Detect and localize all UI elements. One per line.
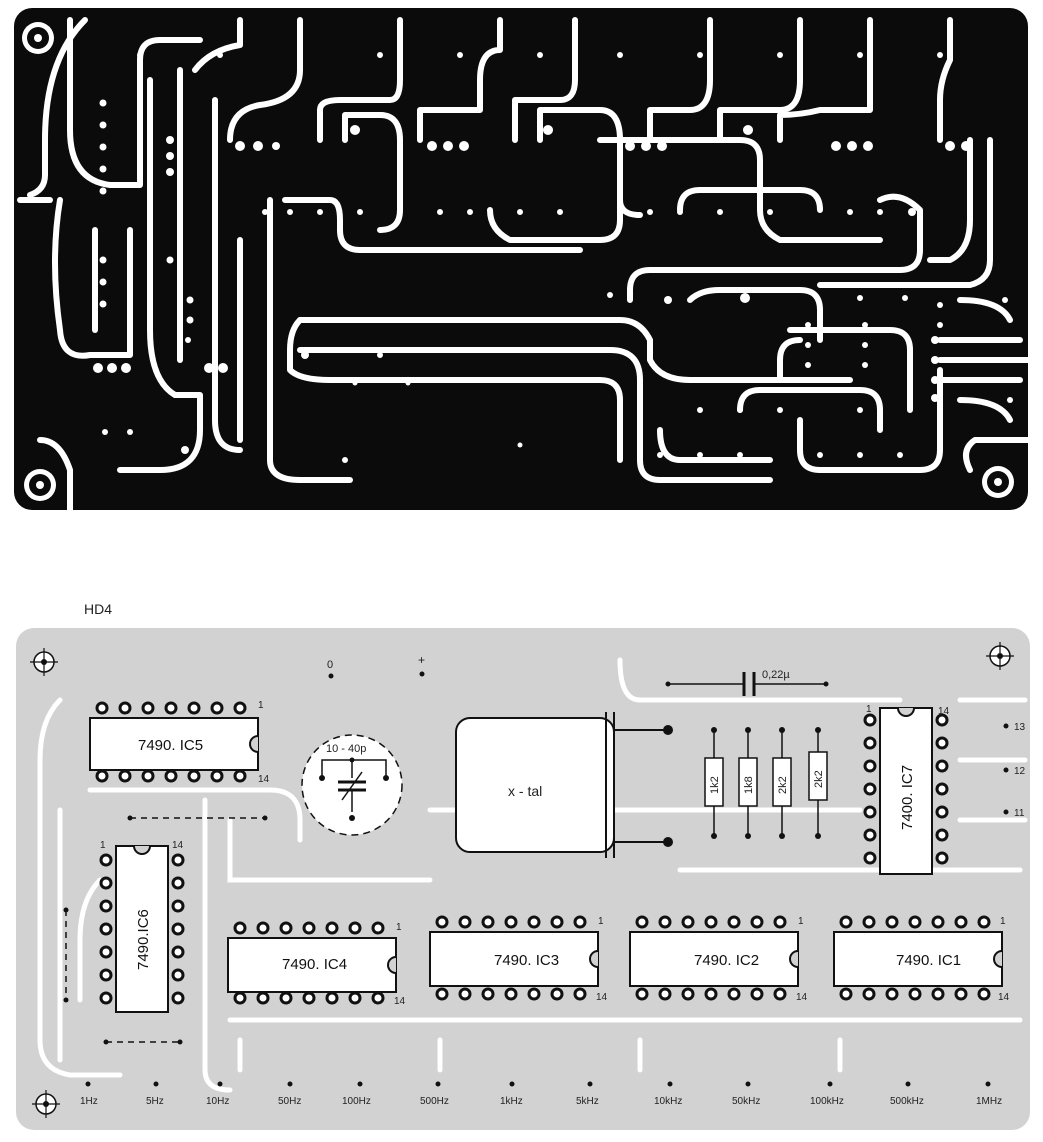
copper-board — [14, 8, 1028, 510]
ic2-pin14-mark: 14 — [796, 992, 808, 1003]
ic5-pin1-mark: 1 — [258, 700, 264, 711]
trimmer-cap-label: 10 - 40p — [326, 743, 366, 755]
trimmer-capacitor: 10 - 40p — [301, 734, 403, 836]
ic6-label: 7490.IC6 — [135, 909, 152, 970]
ic6-package: 7490.IC6 1 14 — [99, 840, 185, 1013]
mount-hole-bottom-left — [32, 1090, 60, 1118]
ic3-pin14-mark: 14 — [596, 992, 608, 1003]
output-pads — [85, 1081, 991, 1087]
output-label-10hz: 10Hz — [206, 1096, 229, 1107]
supply-zero-pad — [328, 673, 334, 679]
ic1-pin1-mark: 1 — [1000, 916, 1006, 927]
mounting-hole-bottom-right — [982, 466, 1014, 498]
component-layout: 7490. IC5 1 14 7490.IC6 1 14 — [16, 628, 1030, 1130]
resistor-r3: 2k2 — [772, 727, 792, 839]
supply-plus-pad — [419, 671, 425, 677]
ic7-label: 7400. IC7 — [899, 765, 916, 830]
wire-links — [65, 817, 265, 1043]
output-label-500hz: 500Hz — [420, 1096, 449, 1107]
crystal-package: x - tal — [455, 712, 673, 858]
ic4-pin14-mark: 14 — [394, 996, 406, 1007]
output-label-500khz: 500kHz — [890, 1096, 924, 1107]
output-labels: 1Hz 5Hz 10Hz 50Hz 100Hz 500Hz 1kHz 5kHz … — [80, 1096, 1002, 1107]
ic3-label: 7490. IC3 — [494, 952, 559, 969]
resistor-r2: 1k8 — [738, 727, 758, 839]
resistor-r2-label: 1k8 — [743, 776, 755, 794]
side-pin-13: 13 — [1014, 722, 1026, 733]
resistor-r1-label: 1k2 — [709, 776, 721, 794]
silkscreen-board — [16, 628, 1030, 1130]
resistor-r3-label: 2k2 — [777, 776, 789, 794]
ic3-package: 7490. IC3 1 14 — [429, 915, 608, 1003]
copper-layout — [14, 8, 1031, 513]
ic1-pin14-mark: 14 — [998, 992, 1010, 1003]
ic2-package: 7490. IC2 1 14 — [629, 915, 808, 1003]
ic7-pin1-mark: 1 — [866, 704, 872, 715]
ic2-label: 7490. IC2 — [694, 952, 759, 969]
ic5-pin14-mark: 14 — [258, 774, 270, 785]
output-label-50hz: 50Hz — [278, 1096, 301, 1107]
mount-hole-top-left — [30, 648, 58, 676]
output-label-50khz: 50kHz — [732, 1096, 760, 1107]
wire-link-ends — [63, 815, 268, 1045]
mounting-hole-top-left — [22, 22, 54, 54]
output-label-5khz: 5kHz — [576, 1096, 599, 1107]
mount-hole-top-right — [986, 642, 1014, 670]
mounting-hole-bottom-left — [24, 469, 56, 501]
drill-holes — [93, 52, 1013, 463]
supply-plus-label: + — [418, 653, 425, 667]
ic2-pin1-mark: 1 — [798, 916, 804, 927]
ic4-label: 7490. IC4 — [282, 956, 347, 973]
ic5-package: 7490. IC5 1 14 — [89, 700, 270, 785]
output-label-1mhz: 1MHz — [976, 1096, 1002, 1107]
track-shadows — [37, 657, 1028, 1093]
output-label-10khz: 10kHz — [654, 1096, 682, 1107]
isolation-gaps — [17, 17, 1031, 513]
capacitor-label: 0,22µ — [762, 669, 790, 681]
resistor-r4: 2k2 — [808, 727, 828, 839]
ic1-label: 7490. IC1 — [896, 952, 961, 969]
supply-zero-label: 0 — [327, 659, 333, 671]
figure-label: HD4 — [84, 601, 112, 617]
output-label-1hz: 1Hz — [80, 1096, 98, 1107]
capacitor-022: 0,22µ — [665, 669, 829, 696]
ic5-label: 7490. IC5 — [138, 737, 203, 754]
output-label-5hz: 5Hz — [146, 1096, 164, 1107]
crystal-label: x - tal — [508, 783, 542, 799]
ic7-pin14-mark: 14 — [938, 706, 950, 717]
output-label-100hz: 100Hz — [342, 1096, 371, 1107]
ic7-package: 7400. IC7 1 14 — [863, 704, 950, 875]
output-label-1khz: 1kHz — [500, 1096, 523, 1107]
ic4-pin1-mark: 1 — [396, 922, 402, 933]
resistor-r4-label: 2k2 — [813, 770, 825, 788]
side-pins: 13 12 11 — [1003, 722, 1026, 819]
ic6-pin1-mark: 1 — [100, 840, 106, 851]
ic1-package: 7490. IC1 1 14 — [833, 915, 1010, 1003]
side-pin-11: 11 — [1014, 808, 1025, 819]
ic3-pin1-mark: 1 — [598, 916, 604, 927]
resistor-r1: 1k2 — [704, 727, 724, 839]
output-label-100khz: 100kHz — [810, 1096, 844, 1107]
side-pin-12: 12 — [1014, 766, 1026, 777]
ic4-package: 7490. IC4 1 14 — [227, 921, 406, 1007]
ic6-pin14-mark: 14 — [172, 840, 184, 851]
